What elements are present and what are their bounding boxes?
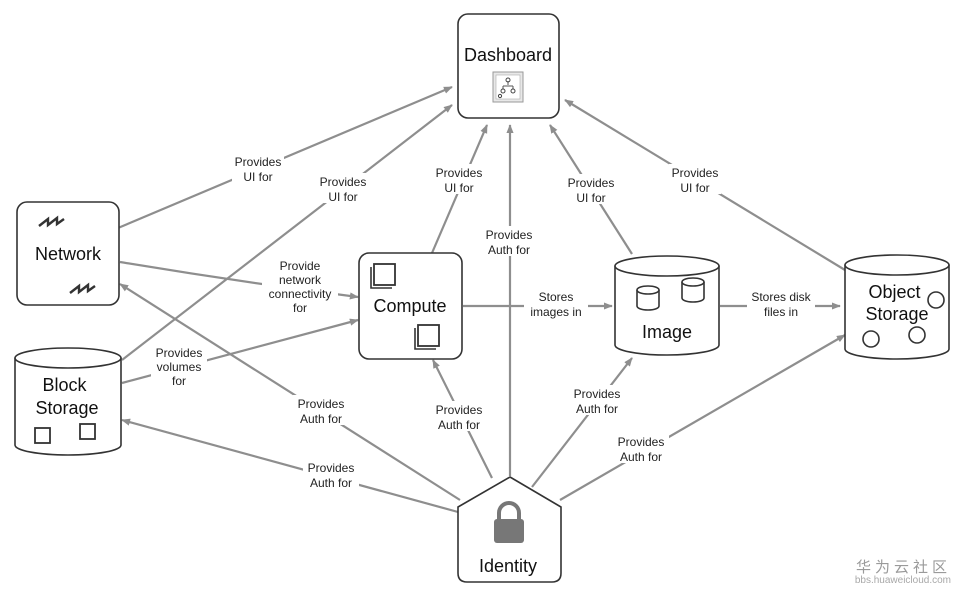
object-circle-icon [908, 326, 926, 344]
edge-identity-to-block [121, 418, 459, 514]
block-square-icon [34, 427, 51, 444]
block-storage-node: Block Storage [14, 347, 122, 456]
dashboard-label: Dashboard [464, 45, 552, 65]
edge-identity-to-object [559, 334, 846, 501]
lightning-icon [38, 215, 65, 228]
watermark-title: 华为云社区 [855, 558, 951, 576]
compute-label: Compute [373, 296, 446, 316]
network-node: Network [16, 201, 120, 306]
image-label: Image [642, 322, 692, 342]
object-storage-node: Object Storage [844, 254, 950, 360]
database-icon [636, 285, 660, 311]
image-node: Image [614, 255, 720, 356]
edge-block-to-dashboard [121, 104, 453, 361]
edge-network-to-dashboard [117, 85, 453, 230]
identity-node: Identity [457, 476, 562, 583]
object-storage-label: Object Storage [865, 282, 928, 324]
cube-icon [370, 263, 396, 289]
identity-label: Identity [479, 556, 537, 576]
database-icon [681, 277, 705, 303]
edge-identity-to-network [119, 283, 461, 501]
block-square-icon [79, 423, 96, 440]
edge-identity-to-image [531, 357, 633, 488]
dashboard-node: Dashboard [457, 13, 560, 119]
edges [117, 85, 846, 514]
network-label: Network [35, 244, 102, 264]
lightning-icon [69, 282, 96, 295]
sitemap-icon [492, 71, 524, 103]
compute-node: Compute [358, 252, 463, 360]
lock-icon [494, 501, 524, 543]
cube-icon [414, 324, 440, 350]
watermark-url: bbs.huaweicloud.com [854, 575, 951, 586]
block-storage-label: Block Storage [35, 375, 98, 418]
object-circle-icon [927, 291, 945, 309]
object-circle-icon [862, 330, 880, 348]
